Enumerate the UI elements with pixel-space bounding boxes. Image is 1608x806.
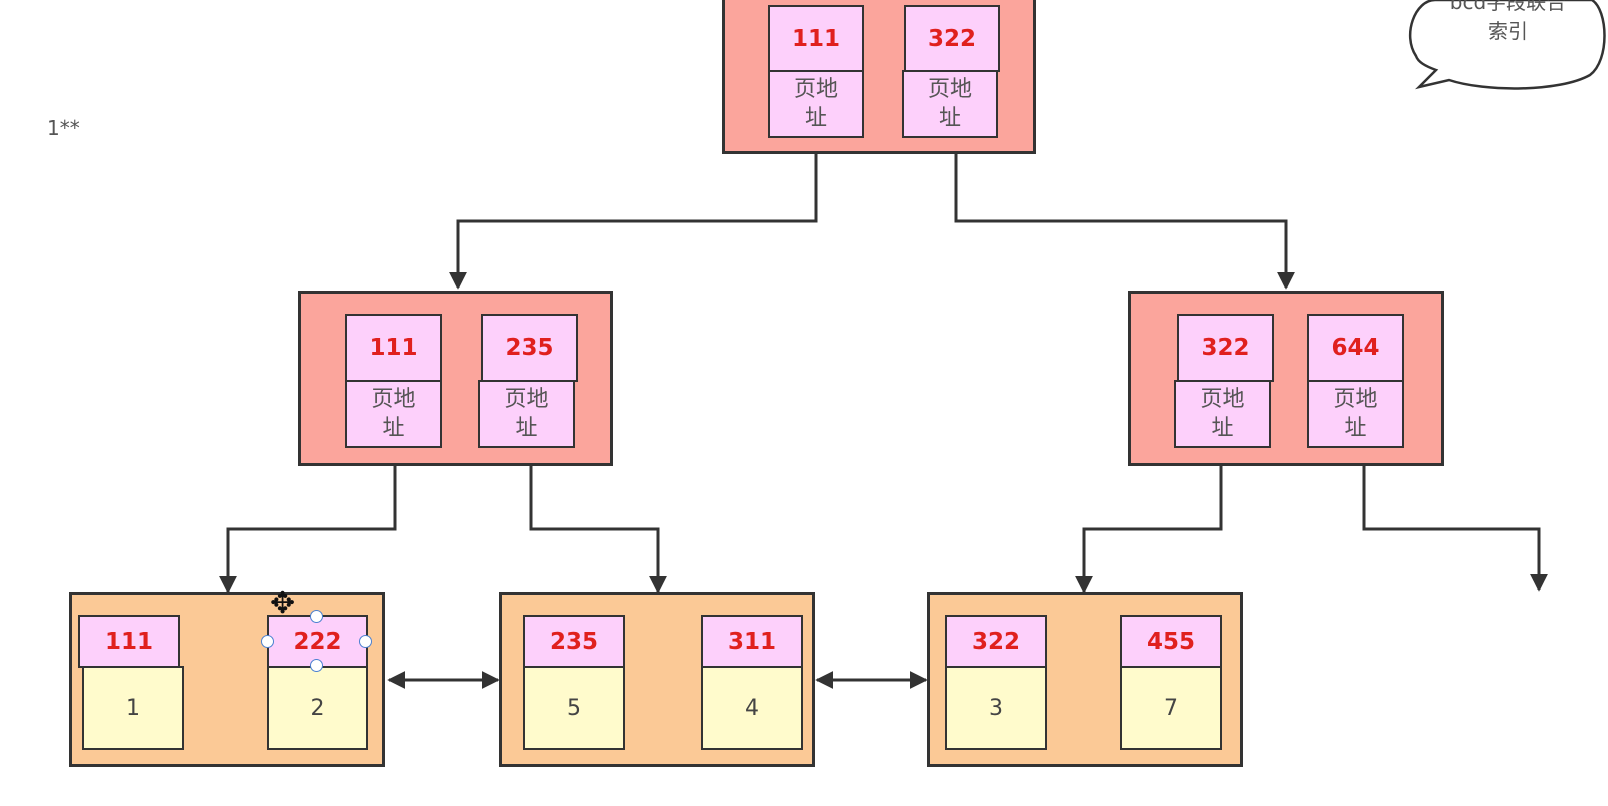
l2a-key-2: 235 (481, 314, 578, 382)
l2a-addr-2: 页地 址 (478, 380, 575, 448)
edge-root-right (954, 153, 1295, 290)
root-addr-1: 页地 址 (768, 70, 864, 138)
leaf3-value-1: 3 (945, 666, 1047, 750)
l2a-addr-1: 页地 址 (345, 380, 442, 448)
l2b-key-1: 322 (1177, 314, 1274, 382)
edge-l2a-leaf2 (529, 466, 667, 594)
leaf1-key-1: 111 (78, 615, 180, 668)
edge-l2a-leaf1 (219, 466, 397, 594)
root-key-1: 111 (768, 5, 864, 72)
selection-handle-left[interactable] (261, 635, 274, 648)
root-key-2: 322 (904, 5, 1000, 72)
l2a-key-1: 111 (345, 314, 442, 382)
move-cursor-icon: ✥ (270, 586, 296, 621)
leaf3-key-1: 322 (945, 615, 1047, 668)
selection-handle-bottom[interactable] (310, 659, 323, 672)
callout-line-2: 索引 (1488, 19, 1528, 43)
l2b-addr-2: 页地 址 (1307, 380, 1404, 448)
callout-line-1: bcd字段联合 (1449, 0, 1567, 14)
edge-root-left (449, 153, 818, 290)
leaf3-value-2: 7 (1120, 666, 1222, 750)
selection-handle-right[interactable] (359, 635, 372, 648)
edge-l2b-next (1362, 466, 1548, 592)
leaf1-value-2: 2 (267, 666, 368, 750)
callout-bubble (1408, 0, 1606, 90)
callout-text: bcd字段联合 索引 (1420, 0, 1596, 46)
leaf2-value-2: 4 (701, 666, 803, 750)
annotation-label: 1** (47, 116, 80, 140)
l2b-key-2: 644 (1307, 314, 1404, 382)
leaf2-key-2: 311 (701, 615, 803, 668)
root-addr-2: 页地 址 (902, 70, 998, 138)
l2b-addr-1: 页地 址 (1174, 380, 1271, 448)
selection-handle-top[interactable] (310, 610, 323, 623)
leaf3-key-2: 455 (1120, 615, 1222, 668)
leaf1-value-1: 1 (82, 666, 184, 750)
leaf2-value-1: 5 (523, 666, 625, 750)
edge-l2b-leaf3 (1075, 466, 1223, 594)
leaf2-key-1: 235 (523, 615, 625, 668)
